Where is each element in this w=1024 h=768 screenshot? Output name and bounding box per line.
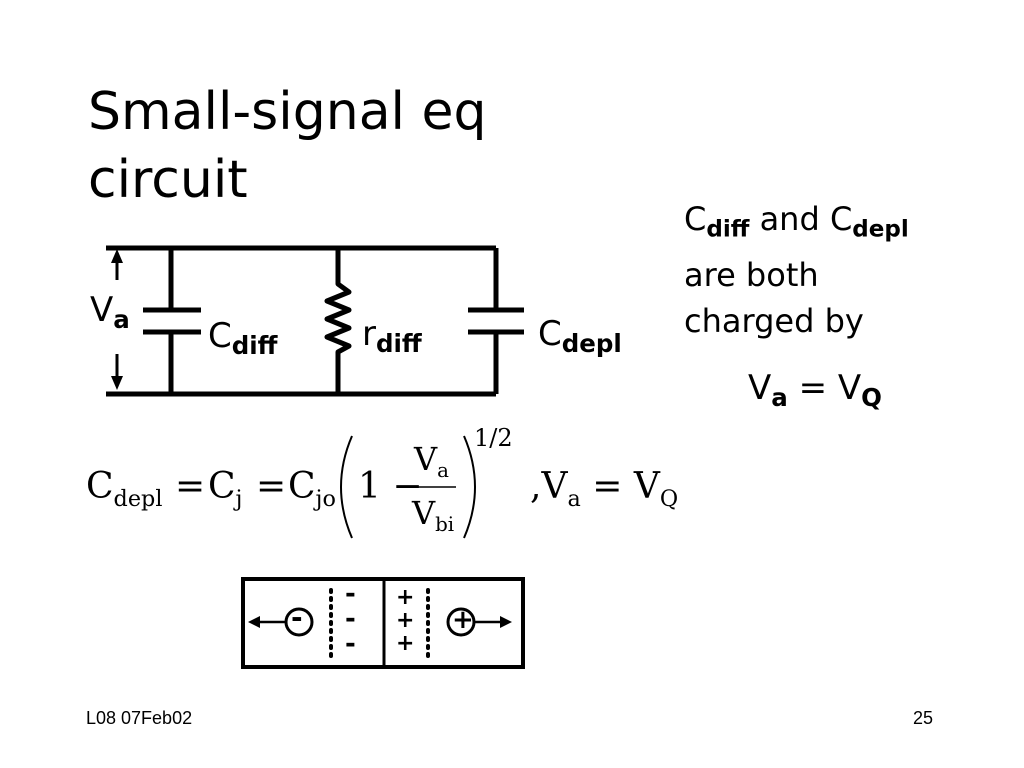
cdepl-label: Cdepl bbox=[538, 314, 622, 358]
depletion-positive-charges: + + + bbox=[396, 586, 414, 655]
page-number: 25 bbox=[913, 708, 934, 728]
negative-charge: - bbox=[345, 604, 356, 634]
eq-cdepl: Cdepl bbox=[86, 466, 163, 512]
eq-numerator: Va bbox=[414, 440, 449, 482]
eq-one-minus: 1 − bbox=[358, 466, 423, 507]
positive-charge: + bbox=[396, 585, 415, 610]
rdiff-resistor bbox=[324, 248, 352, 394]
eq-denominator: Vbi bbox=[412, 494, 455, 536]
right-carrier-arrowhead bbox=[500, 616, 512, 628]
left-carrier-arrowhead bbox=[248, 616, 260, 628]
va-arrowhead-up bbox=[111, 249, 123, 263]
eq-exponent: 1/2 bbox=[474, 424, 513, 452]
title-line-2: circuit bbox=[88, 150, 248, 210]
equation-left-paren bbox=[340, 435, 353, 539]
note-line-1: Cdiff and Cdepl bbox=[684, 200, 909, 243]
left-carrier-sign: - bbox=[291, 601, 303, 634]
va-arrowhead-down bbox=[111, 376, 123, 390]
positive-charge: + bbox=[396, 608, 415, 633]
cdiff-label: Cdiff bbox=[208, 316, 278, 360]
equation-right-paren bbox=[463, 435, 476, 539]
eq-tail: ,Va = VQ bbox=[530, 466, 679, 512]
eq-cj: Cj bbox=[208, 466, 243, 512]
title-line-1: Small-signal eq bbox=[88, 82, 487, 142]
right-carrier-sign: + bbox=[452, 605, 474, 635]
note-line-3: charged by bbox=[684, 302, 864, 341]
va-label: Va bbox=[90, 290, 130, 334]
eq-equals-2: = bbox=[256, 466, 287, 507]
eq-cjo: Cjo bbox=[288, 466, 336, 512]
va-equals-vq: Va = VQ bbox=[748, 368, 882, 412]
positive-charge: + bbox=[396, 631, 415, 656]
slide-title: Small-signal eq circuit bbox=[88, 78, 487, 214]
side-note: Cdiff and Cdepl are both charged by bbox=[684, 196, 909, 344]
negative-charge: - bbox=[345, 579, 356, 609]
rdiff-label: rdiff bbox=[362, 314, 422, 358]
footer-left: L08 07Feb02 bbox=[86, 708, 193, 728]
note-line-2: are both bbox=[684, 256, 819, 295]
depletion-negative-charges: - - - bbox=[345, 579, 356, 659]
left-carrier-circle bbox=[284, 607, 314, 637]
eq-equals-1: = bbox=[175, 466, 206, 507]
negative-charge: - bbox=[345, 629, 356, 659]
